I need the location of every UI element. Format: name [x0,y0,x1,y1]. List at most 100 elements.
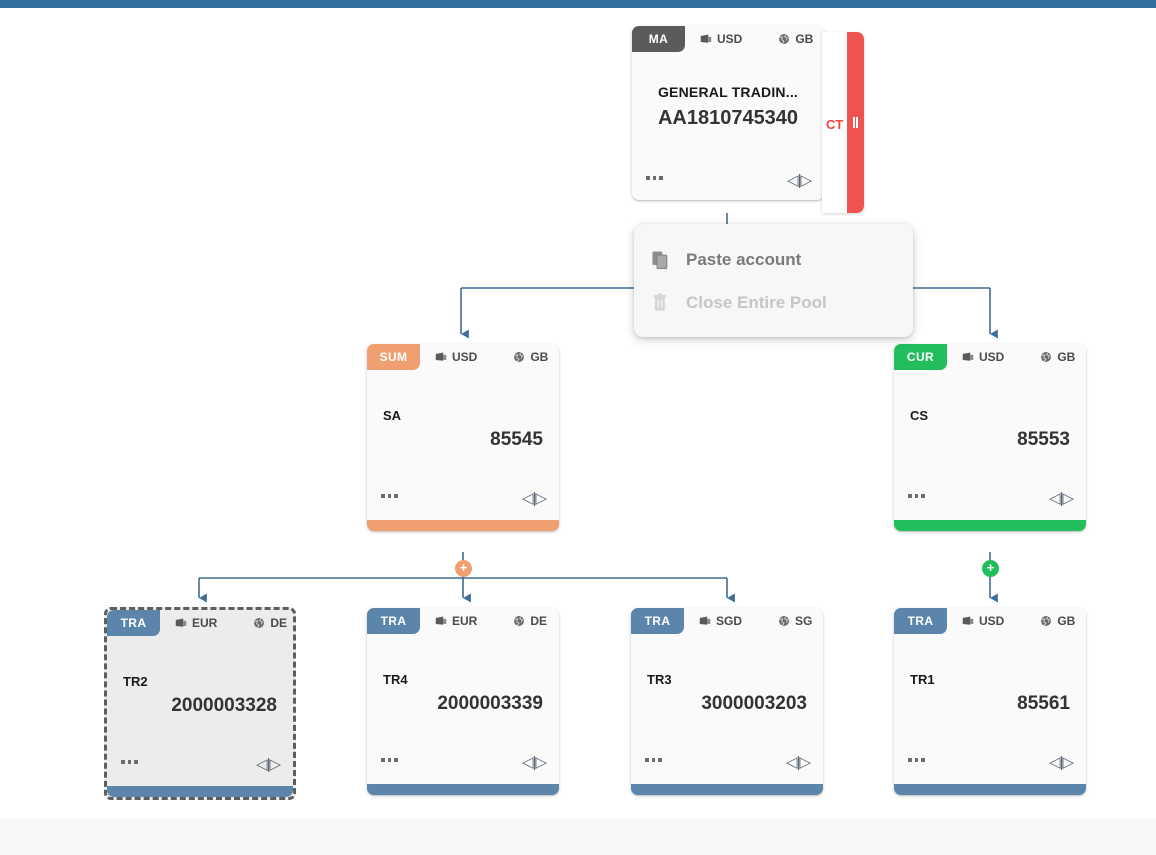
status-strip [847,32,864,213]
account-label: TR2 [123,674,148,689]
country-code: GB [530,350,549,364]
more-options-button[interactable] [908,494,925,498]
account-number: 85545 [490,429,543,450]
more-options-button[interactable] [381,494,398,498]
wallet-icon [175,617,187,629]
more-options-button[interactable] [645,758,662,762]
more-options-button[interactable] [121,760,138,764]
more-options-button[interactable] [908,758,925,762]
card-accent-bar [631,784,823,795]
globe-icon [513,615,525,627]
country-meta: GB [513,350,548,364]
menu-item-paste-account[interactable]: Paste account [634,238,913,281]
card-body: TR1 85561 [894,634,1086,752]
currency-meta: EUR [175,616,217,630]
country-meta: GB [1040,350,1075,364]
card-body: TR3 3000003203 [631,634,823,752]
globe-icon [778,33,790,45]
card-footer: ◁|▷ [631,752,823,782]
account-label: TR3 [647,672,672,687]
card-footer: ◁|▷ [632,170,824,200]
card-body: SA 85545 [367,370,559,488]
expand-collapse-icon[interactable]: ◁|▷ [787,172,812,189]
account-card-sum[interactable]: SUM USD GB SA 85545 [367,344,559,531]
card-header: CUR USD GB [894,344,1086,370]
account-label: CS [910,408,929,423]
card-body: TR4 2000003339 [367,634,559,752]
card-accent-bar [894,520,1086,531]
footer-strip [0,818,1156,855]
card-body: CS 85553 [894,370,1086,488]
account-name: GENERAL TRADIN... [657,84,799,100]
card-footer: ◁|▷ [107,754,293,784]
account-number: AA1810745340 [657,107,799,129]
account-number: 85553 [1017,429,1070,450]
account-label: TR4 [383,672,408,687]
add-child-account-button-cur[interactable]: + [982,560,999,577]
wallet-icon [435,615,447,627]
account-card-main[interactable]: MA USD GB GENERAL TRADIN... AA18107 [632,26,824,200]
menu-item-close-entire-pool: Close Entire Pool [634,281,913,324]
card-footer: ◁|▷ [894,488,1086,518]
wallet-icon [700,33,712,45]
more-options-button[interactable] [646,176,663,180]
country-meta: DE [253,616,287,630]
wallet-icon [699,615,711,627]
card-header: TRA SGD SG [631,608,823,634]
expand-collapse-icon[interactable]: ◁|▷ [1049,490,1074,507]
account-card-tr1[interactable]: TRA USD GB TR1 85561 [894,608,1086,795]
card-accent-bar [367,784,559,795]
expand-collapse-icon[interactable]: ◁|▷ [522,754,547,771]
wallet-icon [962,351,974,363]
currency-code: EUR [452,614,478,628]
globe-icon [1040,351,1052,363]
globe-icon [1040,615,1052,627]
account-number: 3000003203 [701,693,807,714]
account-status-panel[interactable]: CT [822,32,864,213]
country-code: SG [795,614,813,628]
country-code: DE [530,614,548,628]
wallet-icon [962,615,974,627]
country-meta: DE [513,614,547,628]
account-number: 85561 [1017,693,1070,714]
account-card-tr3[interactable]: TRA SGD SG TR3 3000003203 [631,608,823,795]
card-header: TRA USD GB [894,608,1086,634]
card-header: MA USD GB [632,26,824,52]
app-top-bar [0,0,1156,8]
account-type-tag: SUM [367,344,420,370]
card-accent-bar [367,520,559,531]
expand-collapse-icon[interactable]: ◁|▷ [522,490,547,507]
expand-collapse-icon[interactable]: ◁|▷ [1049,754,1074,771]
card-accent-bar [107,786,293,797]
currency-meta: USD [700,32,742,46]
expand-collapse-icon[interactable]: ◁|▷ [256,756,281,773]
card-footer: ◁|▷ [894,752,1086,782]
country-meta: SG [778,614,812,628]
context-menu[interactable]: Paste account Close Entire Pool [634,224,913,337]
card-body: GENERAL TRADIN... AA1810745340 [632,52,824,170]
currency-code: USD [979,614,1005,628]
account-type-tag: TRA [107,610,160,636]
country-code: DE [270,616,288,630]
pause-icon [853,117,858,128]
currency-code: USD [979,350,1005,364]
currency-meta: USD [962,350,1004,364]
more-options-button[interactable] [381,758,398,762]
account-card-cur[interactable]: CUR USD GB CS 85553 [894,344,1086,531]
menu-item-label: Close Entire Pool [686,292,827,312]
currency-code: SGD [716,614,743,628]
expand-collapse-icon[interactable]: ◁|▷ [786,754,811,771]
card-body: TR2 2000003328 [107,636,293,754]
status-code: CT [826,117,844,132]
paste-icon [652,250,670,270]
card-header: SUM USD GB [367,344,559,370]
menu-item-label: Paste account [686,249,802,269]
account-card-tr4[interactable]: TRA EUR DE TR4 2000003339 [367,608,559,795]
add-child-account-button-sum[interactable]: + [455,560,472,577]
account-label: TR1 [910,672,935,687]
wallet-icon [435,351,447,363]
account-type-tag: TRA [367,608,420,634]
globe-icon [513,351,525,363]
card-footer: ◁|▷ [367,488,559,518]
account-card-tr2[interactable]: TRA EUR DE TR2 2000003328 [104,607,296,800]
